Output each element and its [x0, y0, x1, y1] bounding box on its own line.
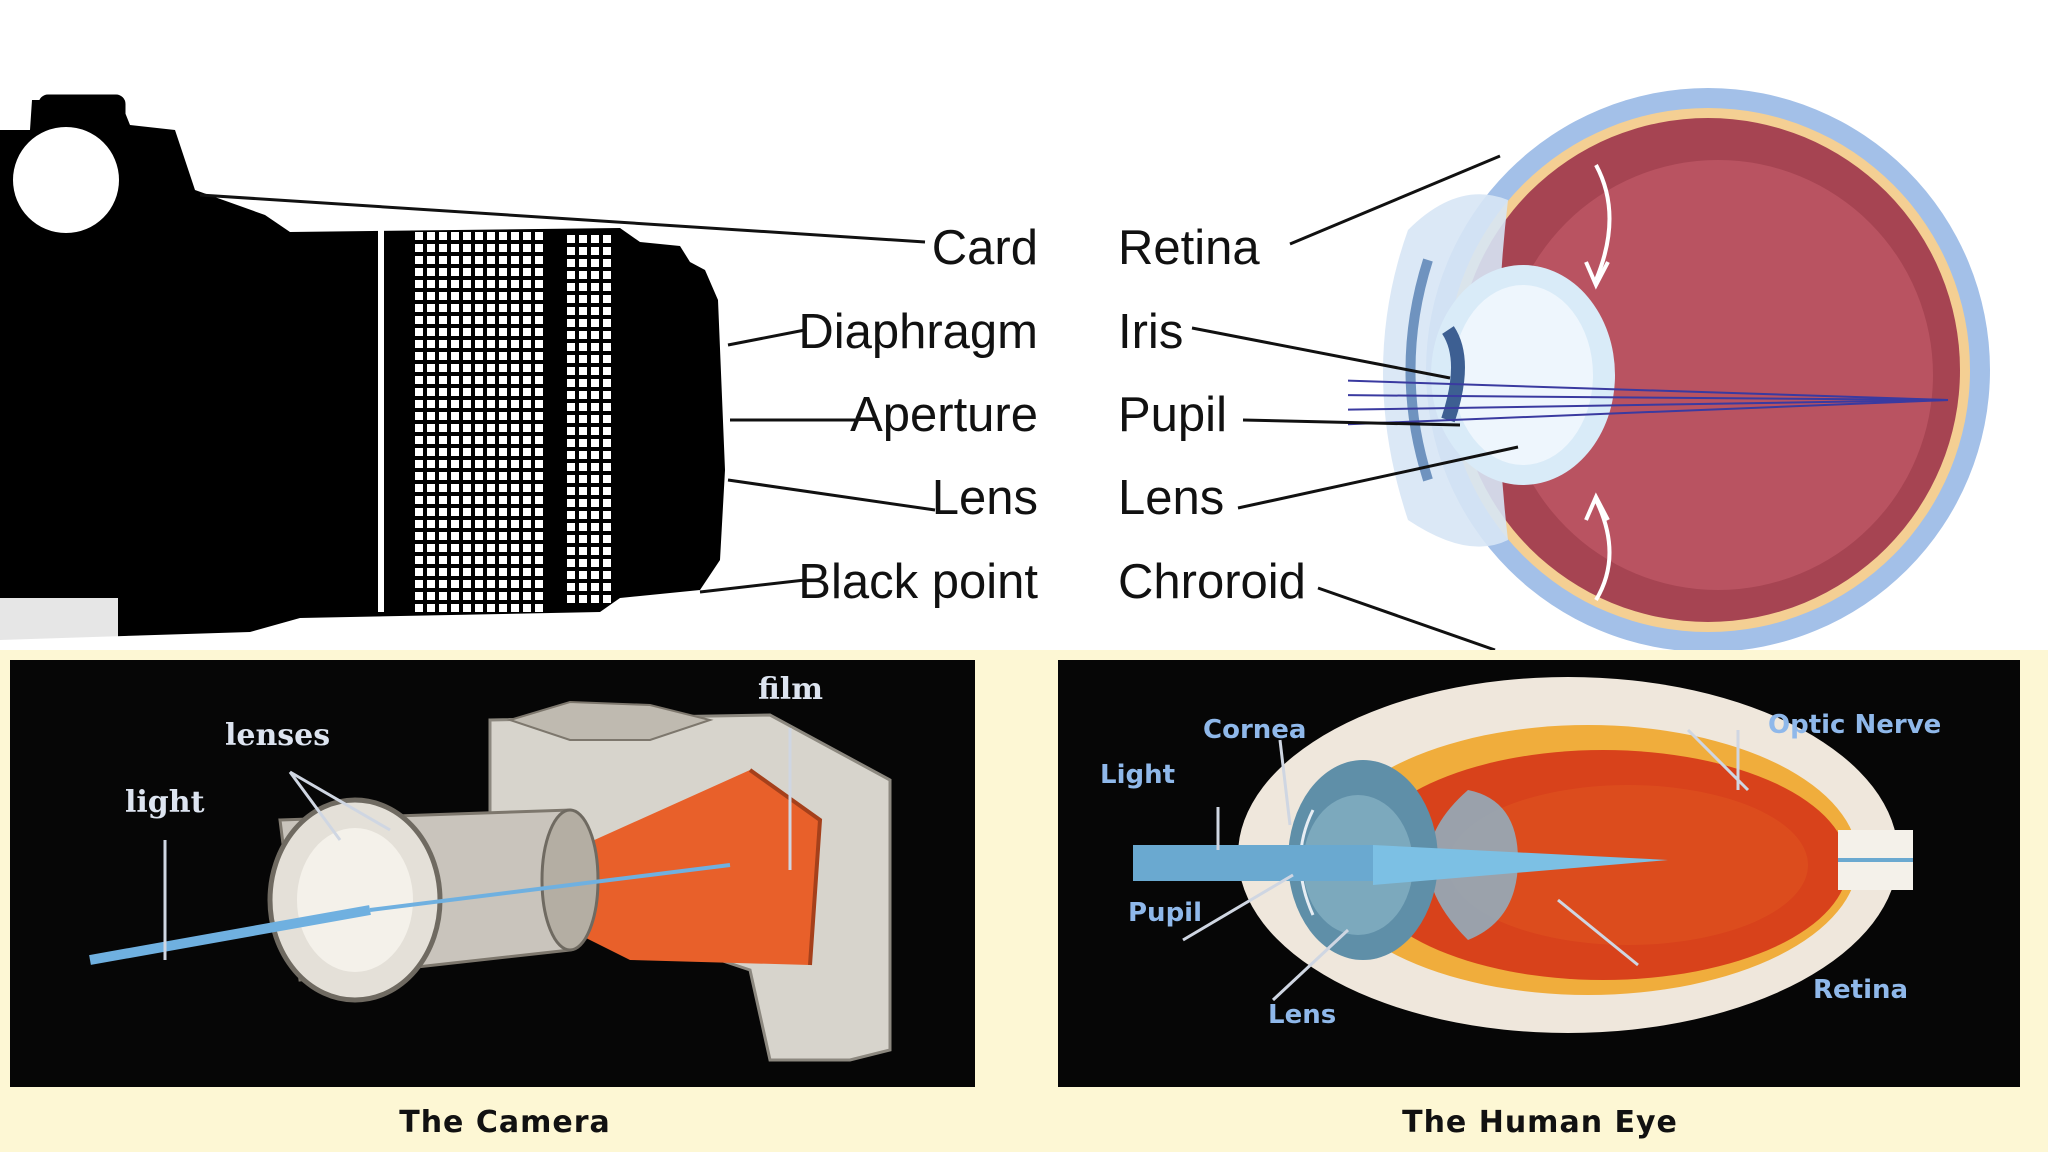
- eye-panel-label-optic-nerve: Optic Nerve: [1768, 710, 1942, 740]
- camera-label-card: Card: [931, 221, 1038, 275]
- camera-cutaway-illustration: [89, 700, 892, 1062]
- eye-label-lens: Lens: [1118, 471, 1225, 525]
- eye-panel-label-light: Light: [1100, 760, 1176, 790]
- eye-caption: The Human Eye: [1402, 1105, 1678, 1140]
- camera-label-lens: Lens: [931, 471, 1038, 525]
- eye-cross-illustration: [1133, 677, 1913, 1033]
- camera-label-aperture: Aperture: [850, 388, 1038, 442]
- illustration-band: film lenses light The Camera Corn: [0, 650, 2048, 1152]
- comparison-diagram-top: Card Diaphragm Aperture Lens Black point…: [0, 88, 1990, 650]
- eye-label-pupil: Pupil: [1118, 388, 1227, 442]
- camera-silhouette: [0, 94, 725, 640]
- camera-panel-label-light: light: [125, 785, 205, 820]
- leader-lines: [199, 154, 1519, 650]
- eye-illustration-panel: Cornea Optic Nerve Light Pupil Lens Reti…: [1058, 660, 2020, 1087]
- camera-cutaway-panel: film lenses light: [10, 660, 975, 1087]
- eye-panel-label-pupil: Pupil: [1128, 898, 1203, 928]
- camera-caption: The Camera: [399, 1105, 611, 1140]
- camera-panel-label-film: film: [758, 672, 823, 707]
- eye-label-iris: Iris: [1118, 305, 1184, 359]
- eye-panel-label-lens: Lens: [1268, 1000, 1337, 1030]
- camera-label-black-point: Black point: [798, 555, 1038, 609]
- camera-panel-label-lenses: lenses: [225, 718, 331, 753]
- eye-label-retina: Retina: [1118, 221, 1260, 275]
- camera-label-diaphragm: Diaphragm: [798, 305, 1038, 359]
- eye-label-chroroid: Chroroid: [1118, 555, 1306, 609]
- eye-panel-label-cornea: Cornea: [1203, 715, 1307, 745]
- eye-panel-label-retina: Retina: [1813, 975, 1909, 1005]
